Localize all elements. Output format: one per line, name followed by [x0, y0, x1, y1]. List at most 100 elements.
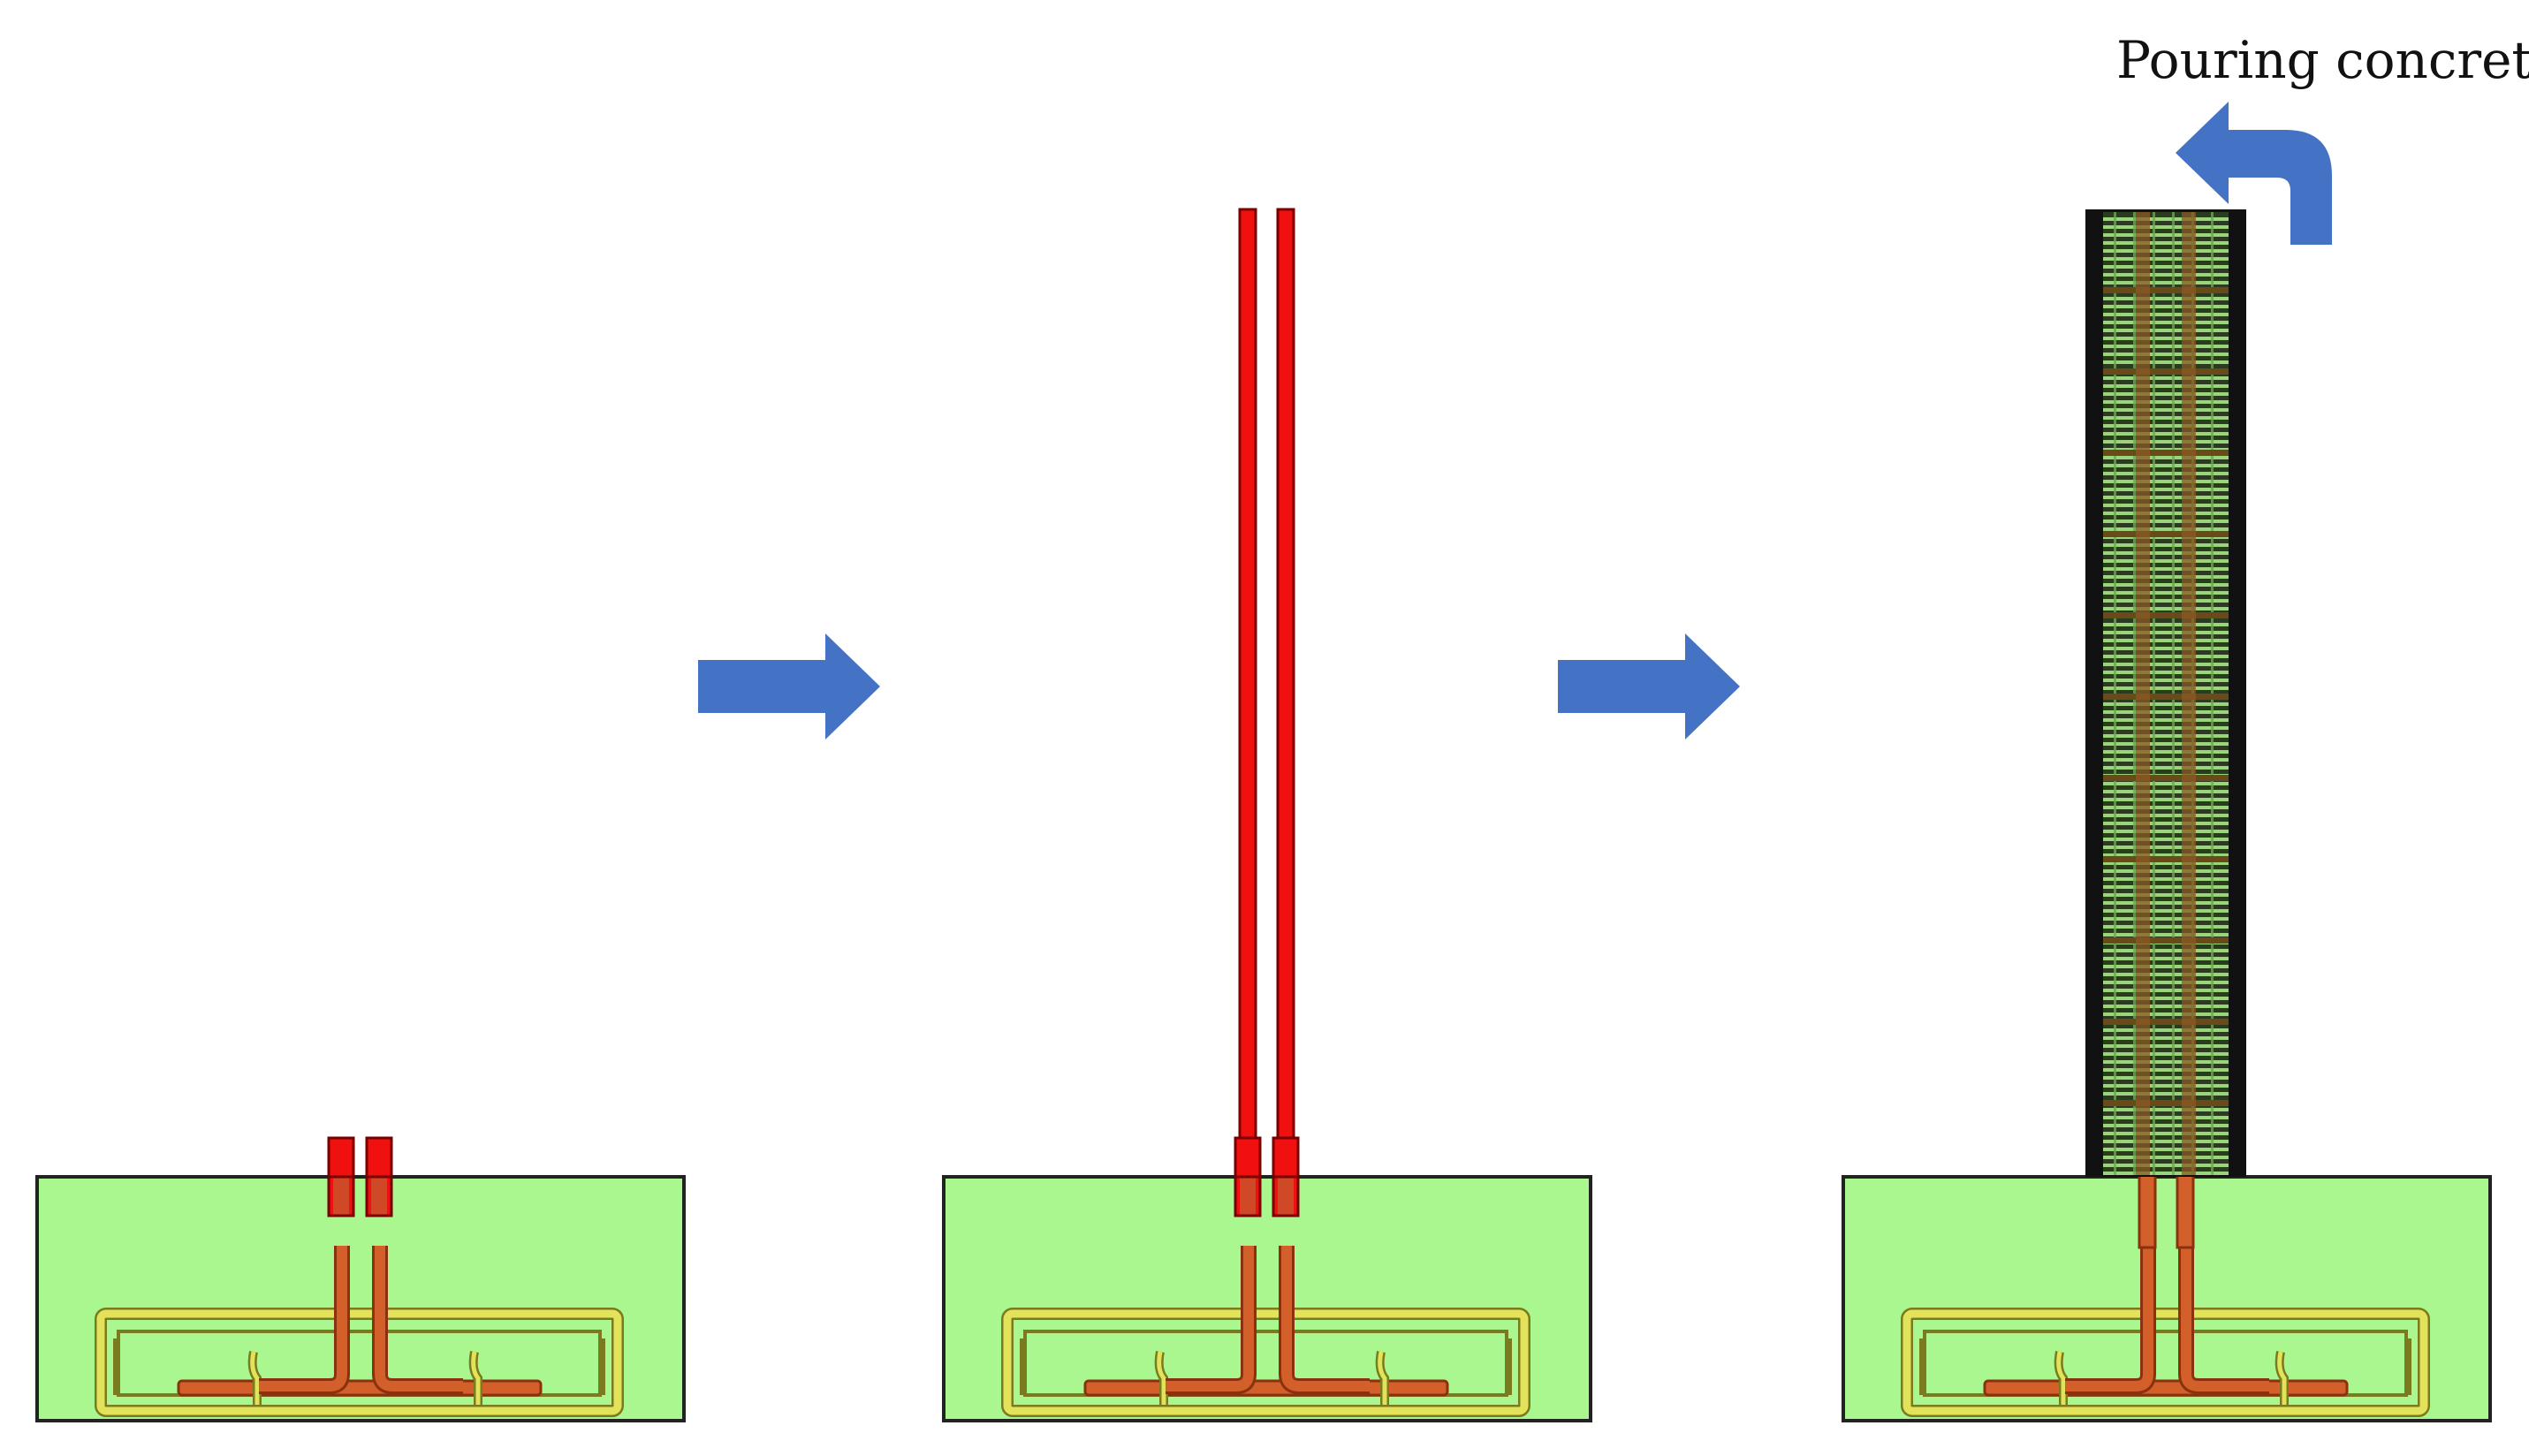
mesh-line: [2103, 488, 2229, 491]
mesh-line: [2103, 750, 2229, 754]
mesh-line: [2103, 329, 2229, 332]
right-arrow-icon: [698, 633, 880, 739]
mesh-line: [2103, 496, 2229, 499]
mesh-line: [2103, 337, 2229, 340]
mesh-line: [2103, 893, 2229, 897]
mesh-line: [2103, 591, 2229, 595]
mesh-line: [2103, 360, 2229, 364]
mesh-line: [2103, 901, 2229, 905]
mesh-line: [2103, 504, 2229, 507]
mesh-line: [2103, 432, 2229, 436]
mesh-line: [2103, 830, 2229, 833]
mesh-line: [2103, 551, 2229, 555]
mesh-line: [2103, 933, 2229, 937]
mesh-line: [2103, 686, 2229, 690]
mesh-line: [2103, 671, 2229, 674]
mesh-line: [2103, 1124, 2229, 1127]
mesh-line: [2103, 782, 2229, 785]
mesh-line: [2103, 909, 2229, 913]
mesh-line: [2103, 806, 2229, 809]
mesh-line: [2103, 663, 2229, 666]
mesh-line: [2103, 575, 2229, 579]
mesh-line: [2103, 1060, 2229, 1064]
mesh-line: [2103, 1140, 2229, 1143]
mesh-line: [2103, 1036, 2229, 1040]
tie-band: [2103, 1100, 2229, 1106]
stage-2-footing: [942, 208, 1592, 1422]
mesh-line: [2103, 623, 2229, 626]
mesh-line: [2103, 838, 2229, 841]
tie-band: [2103, 694, 2229, 700]
mesh-line: [2103, 241, 2229, 245]
mesh-line: [2103, 265, 2229, 269]
mesh-line: [2103, 981, 2229, 984]
tie-band: [2103, 937, 2229, 944]
mesh-line: [2103, 1005, 2229, 1008]
tie-band: [2103, 450, 2229, 456]
mesh-line: [2103, 639, 2229, 642]
mesh-line: [2103, 1148, 2229, 1151]
mesh-line: [2103, 424, 2229, 428]
mesh-line: [2103, 766, 2229, 770]
mesh-line: [2103, 321, 2229, 324]
mesh-line: [2103, 1116, 2229, 1119]
right-arrow-icon: [1558, 633, 1740, 739]
mesh-line: [2103, 400, 2229, 404]
mesh-line: [2103, 1068, 2229, 1072]
mesh-line: [2103, 345, 2229, 348]
mesh-line: [2103, 917, 2229, 921]
mesh-line: [2103, 1108, 2229, 1111]
concrete-column: [2085, 209, 2246, 1177]
mesh-line: [2103, 885, 2229, 889]
pouring-concrete-label: Pouring concrete: [2116, 30, 2529, 90]
mesh-line: [2103, 997, 2229, 1000]
mesh-line: [2103, 376, 2229, 380]
mesh-line: [2103, 973, 2229, 976]
mesh-line: [2103, 726, 2229, 730]
mesh-line: [2103, 313, 2229, 316]
column-stub-bars: [327, 1136, 393, 1217]
mesh-line: [2103, 273, 2229, 277]
mesh-line: [2103, 512, 2229, 515]
stage-3-footing: [1842, 1149, 2492, 1422]
mesh-line: [2103, 1132, 2229, 1135]
mesh-line: [2103, 1172, 2229, 1175]
mesh-line: [2103, 965, 2229, 968]
mesh-line: [2103, 1076, 2229, 1080]
mesh-line: [2103, 599, 2229, 603]
mesh-line: [2103, 456, 2229, 459]
mesh-line: [2103, 519, 2229, 523]
mesh-line: [2103, 710, 2229, 714]
mesh-line: [2103, 790, 2229, 793]
mesh-line: [2103, 392, 2229, 396]
tie-band: [2103, 531, 2229, 537]
mesh-line: [2103, 297, 2229, 300]
mesh-line: [2103, 925, 2229, 929]
mesh-line: [2103, 647, 2229, 650]
mesh-line: [2103, 861, 2229, 865]
mesh-line: [2103, 869, 2229, 873]
mesh-line: [2103, 702, 2229, 706]
mesh-line: [2103, 257, 2229, 261]
mesh-line: [2103, 631, 2229, 634]
tie-band: [2103, 1019, 2229, 1025]
mesh-line: [2103, 758, 2229, 762]
tie-band: [2103, 856, 2229, 862]
mesh-line: [2103, 1084, 2229, 1088]
mesh-line: [2103, 846, 2229, 849]
mesh-line: [2103, 1012, 2229, 1016]
mesh-line: [2103, 583, 2229, 587]
mesh-line: [2103, 877, 2229, 881]
mesh-line: [2103, 472, 2229, 475]
mesh-line: [2103, 949, 2229, 952]
mesh-line: [2103, 281, 2229, 284]
column-mesh: [2103, 212, 2229, 1175]
mesh-line: [2103, 233, 2229, 237]
mesh-line: [2103, 989, 2229, 992]
mesh-line: [2103, 734, 2229, 738]
mesh-line: [2103, 225, 2229, 229]
mesh-line: [2103, 655, 2229, 658]
pour-arrow-icon: [2176, 102, 2332, 245]
mesh-line: [2103, 217, 2229, 221]
